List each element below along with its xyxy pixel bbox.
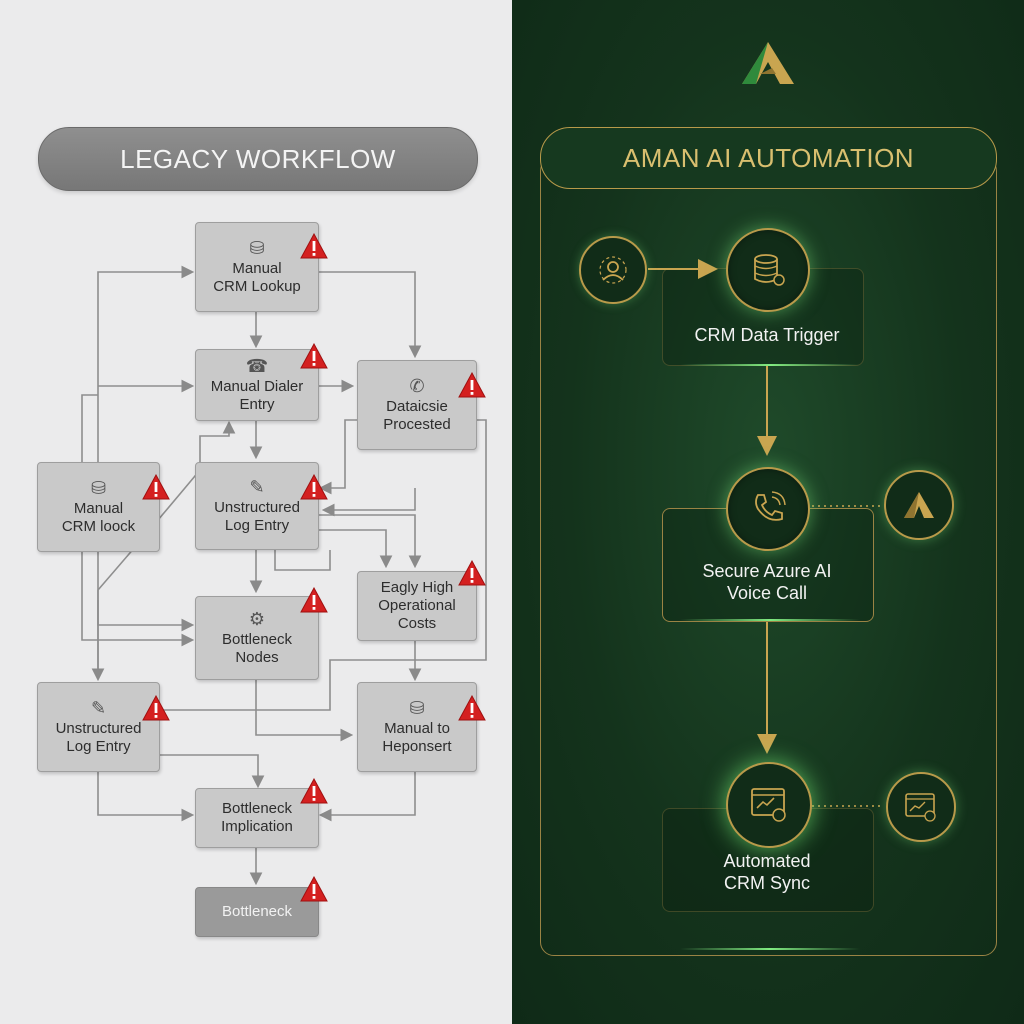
database-icon bbox=[754, 254, 785, 286]
phone-icon: ☎ bbox=[245, 356, 269, 376]
node-label: Bottleneck Implication bbox=[221, 800, 293, 835]
sync-glow bbox=[680, 948, 860, 950]
step-label-sync: Automated CRM Sync bbox=[723, 851, 811, 893]
sync-monitor-node bbox=[886, 772, 956, 842]
phone-call-icon bbox=[755, 491, 786, 521]
warning-triangle-icon bbox=[458, 695, 486, 721]
node-label: Bottleneck Nodes bbox=[221, 631, 293, 666]
node-label: Unstructured Log Entry bbox=[214, 499, 300, 534]
azure-node bbox=[884, 470, 954, 540]
user-gear-icon bbox=[599, 256, 627, 284]
document-edit-icon: ✎ bbox=[90, 698, 107, 718]
node-label: Manual Dialer Entry bbox=[210, 378, 304, 413]
step-label-voice: Secure Azure AI Voice Call bbox=[702, 561, 832, 603]
node-bottleneck-nodes: ⚙ Bottleneck Nodes bbox=[195, 596, 319, 680]
warning-triangle-icon bbox=[300, 778, 328, 804]
step-label-trigger: CRM Data Trigger bbox=[694, 325, 840, 345]
voice-call-node bbox=[726, 467, 810, 551]
trigger-source-node bbox=[579, 236, 647, 304]
document-edit-icon: ✎ bbox=[249, 477, 265, 497]
hierarchy-icon: ⚙ bbox=[248, 609, 266, 629]
voice-glow bbox=[680, 619, 860, 621]
node-bottleneck: Bottleneck bbox=[195, 887, 319, 937]
node-log-entry-1: ✎ Unstructured Log Entry bbox=[195, 462, 319, 550]
node-crm-loock: ⛁ Manual CRM loock bbox=[37, 462, 160, 552]
node-operational-costs: Eagly High Operational Costs bbox=[357, 571, 477, 641]
warning-triangle-icon bbox=[458, 372, 486, 398]
node-processed: ✆ Dataicsie Procested bbox=[357, 360, 477, 450]
aman-logo-icon bbox=[742, 42, 794, 84]
crm-sync-node bbox=[726, 762, 812, 848]
trigger-glow bbox=[680, 364, 860, 366]
database-search-icon: ⛁ bbox=[249, 238, 265, 258]
warning-triangle-icon bbox=[300, 343, 328, 369]
node-label: Manual to Heponsert bbox=[382, 720, 452, 755]
node-label: Bottleneck bbox=[221, 903, 293, 920]
sync-dashboard-icon bbox=[905, 793, 936, 822]
node-manual-dialer: ☎ Manual Dialer Entry bbox=[195, 349, 319, 421]
node-label: Unstructured Log Entry bbox=[55, 720, 142, 755]
warning-triangle-icon bbox=[458, 560, 486, 586]
legacy-title: LEGACY WORKFLOW bbox=[38, 127, 478, 191]
automation-title: AMAN AI AUTOMATION bbox=[540, 127, 997, 189]
node-label: Manual CRM loock bbox=[61, 500, 136, 535]
node-log-entry-2: ✎ Unstructured Log Entry bbox=[37, 682, 160, 772]
database-settings-icon: ⛁ bbox=[409, 698, 425, 718]
warning-triangle-icon bbox=[300, 474, 328, 500]
warning-triangle-icon bbox=[142, 695, 170, 721]
node-crm-lookup: ⛁ Manual CRM Lookup bbox=[195, 222, 319, 312]
sync-dashboard-icon bbox=[751, 788, 786, 822]
azure-logo-icon bbox=[904, 492, 934, 518]
warning-triangle-icon bbox=[300, 876, 328, 902]
database-search-icon: ⛁ bbox=[90, 478, 107, 498]
node-label: Dataicsie Procested bbox=[383, 398, 451, 433]
node-heponsert: ⛁ Manual to Heponsert bbox=[357, 682, 477, 772]
warning-triangle-icon bbox=[300, 233, 328, 259]
node-bottleneck-implication: Bottleneck Implication bbox=[195, 788, 319, 848]
node-label: Eagly High Operational Costs bbox=[378, 579, 456, 632]
crm-data-node bbox=[726, 228, 810, 312]
fax-icon: ✆ bbox=[409, 376, 425, 396]
warning-triangle-icon bbox=[142, 474, 170, 500]
warning-triangle-icon bbox=[300, 587, 328, 613]
node-label: Manual CRM Lookup bbox=[213, 260, 301, 295]
